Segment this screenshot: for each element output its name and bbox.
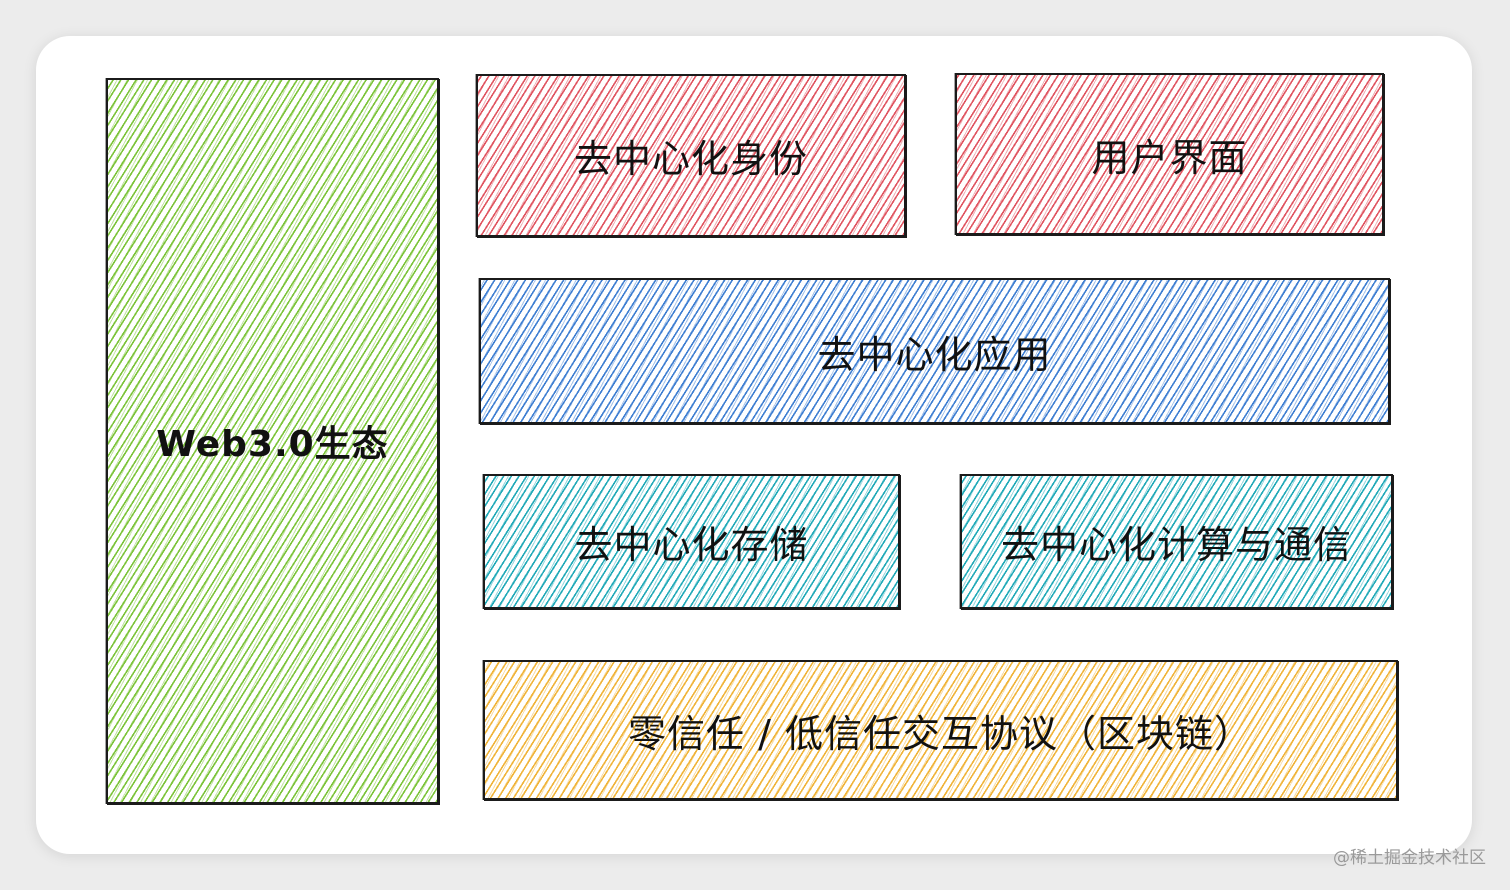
decentralized-application-label: 去中心化应用 <box>817 332 1052 377</box>
decentralized-compute-communication-block: 去中心化计算与通信 <box>960 474 1393 609</box>
decentralized-identity-block: 去中心化身份 <box>476 74 906 237</box>
decentralized-identity-label: 去中心化身份 <box>573 137 808 181</box>
watermark-text: @稀土掘金技术社区 <box>1333 848 1486 868</box>
trust-protocol-blockchain-block: 零信任 / 低信任交互协议（区块链） <box>483 660 1398 800</box>
decentralized-storage-block: 去中心化存储 <box>483 474 900 609</box>
web3-ecosystem-label: Web3.0生态 <box>156 424 389 465</box>
trust-protocol-blockchain-label: 零信任 / 低信任交互协议（区块链） <box>628 711 1253 756</box>
user-interface-block: 用户界面 <box>955 73 1384 235</box>
web3-ecosystem-block: Web3.0生态 <box>106 78 439 804</box>
user-interface-label: 用户界面 <box>1091 135 1248 180</box>
decentralized-compute-communication-label: 去中心化计算与通信 <box>1000 523 1352 567</box>
decentralized-application-block: 去中心化应用 <box>479 278 1390 424</box>
decentralized-storage-label: 去中心化存储 <box>574 523 809 567</box>
